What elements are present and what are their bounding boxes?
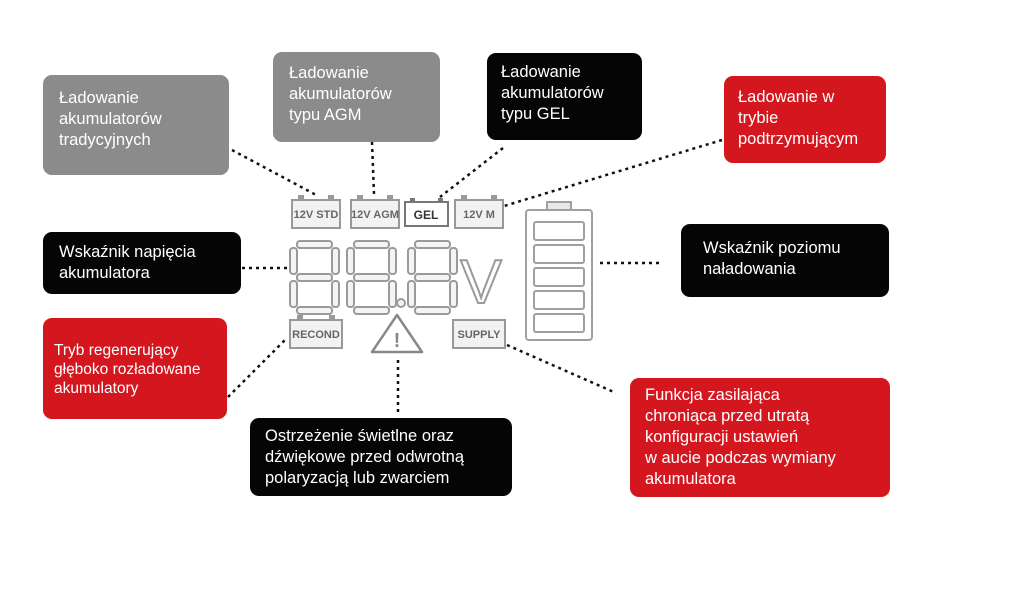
- warning-exclamation: !: [394, 330, 401, 352]
- battery-bar-3: [533, 267, 585, 287]
- lcd-digit-3: [407, 240, 458, 315]
- callout-gel: Ładowanie akumulatorów typu GEL: [487, 53, 642, 140]
- connector-supply: [506, 343, 617, 395]
- battery-bar-4: [533, 290, 585, 310]
- lcd-m-label: 12V M: [463, 209, 495, 221]
- lcd-supply-icon: SUPPLY: [452, 319, 506, 349]
- lcd-agm-icon: 12V AGM: [350, 195, 400, 229]
- lcd-digit-2: [346, 240, 397, 315]
- connector-maintenance: [503, 138, 723, 208]
- battery-bar-1: [533, 221, 585, 241]
- lcd-recond-label: RECOND: [292, 329, 340, 341]
- lcd-digit-1: [289, 240, 340, 315]
- connector-traditional: [231, 148, 319, 198]
- lcd-std-label: 12V STD: [294, 209, 339, 221]
- lcd-volt-unit: V: [460, 248, 502, 317]
- lcd-supply-label: SUPPLY: [457, 329, 501, 341]
- callout-warning: Ostrzeżenie świetlne oraz dźwiękowe prze…: [250, 418, 512, 496]
- lcd-digits: [289, 240, 458, 315]
- callout-agm: Ładowanie akumulatorów typu AGM: [273, 52, 440, 142]
- callout-maintenance: Ładowanie w trybie podtrzymującym: [724, 76, 886, 163]
- lcd-gel-label: GEL: [414, 208, 439, 222]
- lcd-m-icon: 12V M: [454, 195, 504, 229]
- lcd-std-icon: 12V STD: [291, 195, 341, 229]
- lcd-gel-icon: GEL: [404, 198, 449, 227]
- callout-supply: Funkcja zasilająca chroniąca przed utrat…: [630, 378, 890, 497]
- lcd-agm-label: 12V AGM: [351, 209, 399, 221]
- battery-level-icon: [525, 201, 593, 341]
- callout-level: Wskaźnik poziomu naładowania: [681, 224, 889, 297]
- connector-agm: [370, 141, 376, 195]
- callout-traditional: Ładowanie akumulatorów tradycyjnych: [43, 75, 229, 175]
- lcd-recond-icon: RECOND: [289, 315, 343, 349]
- callout-regeneration: Tryb regenerujący głęboko rozładowane ak…: [43, 318, 227, 419]
- callout-voltage: Wskaźnik napięcia akumulatora: [43, 232, 241, 294]
- battery-bar-5: [533, 313, 585, 333]
- warning-triangle-icon: !: [370, 313, 424, 354]
- battery-bar-2: [533, 244, 585, 264]
- lcd-decimal-point: [396, 298, 406, 308]
